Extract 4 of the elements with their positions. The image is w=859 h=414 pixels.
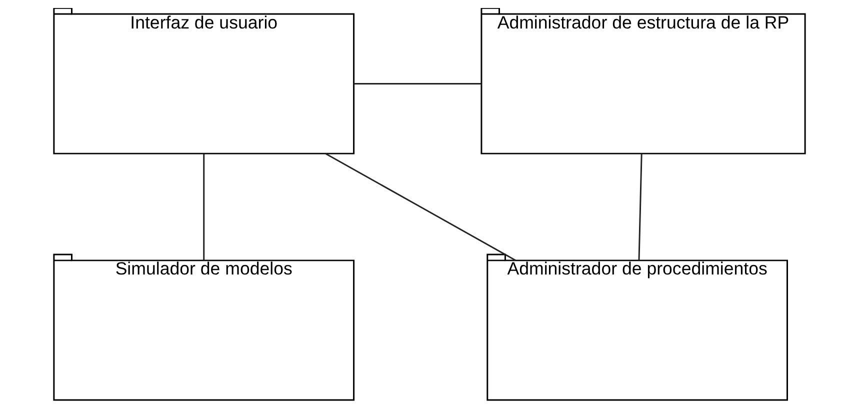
connector (325, 153, 516, 261)
connector (638, 154, 642, 260)
connector (203, 154, 205, 260)
connector (354, 83, 482, 85)
